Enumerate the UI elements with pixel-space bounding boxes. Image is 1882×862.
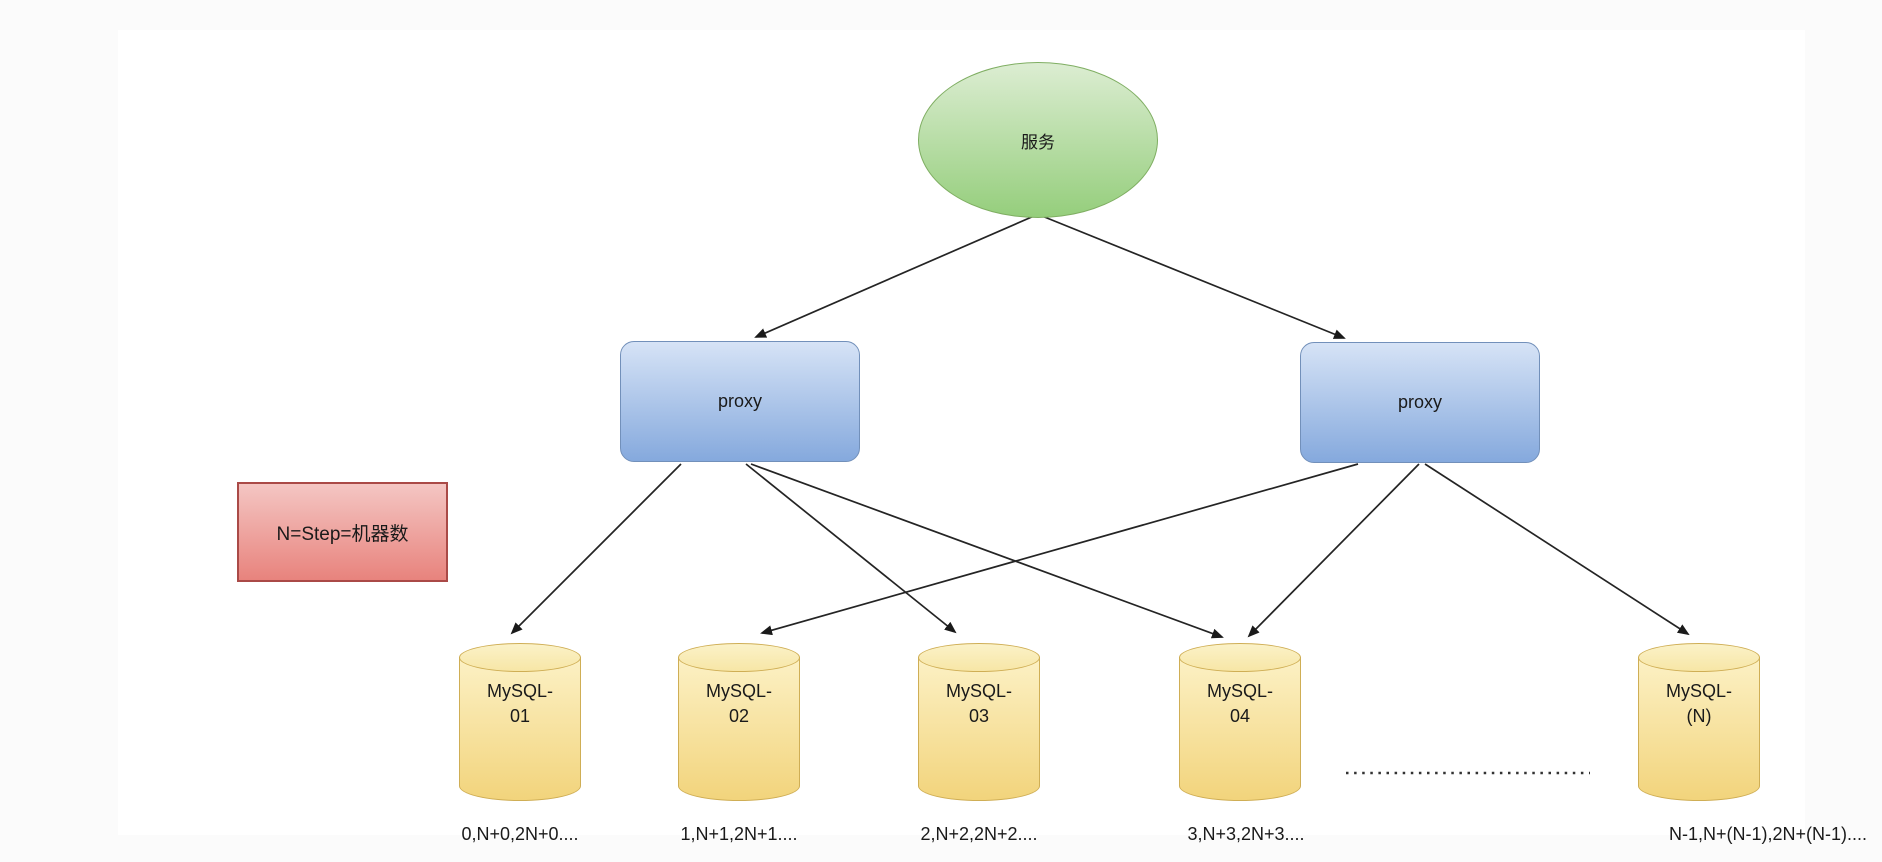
- note-label: N=Step=机器数: [276, 523, 409, 545]
- db-name: MySQL- 03: [945, 681, 1012, 726]
- db-name: MySQL- 02: [705, 681, 772, 726]
- arrow-proxyleft-to-mysql03: [745, 463, 957, 634]
- db-node-mysql-02: MySQL- 02: [678, 643, 800, 801]
- shard-key-label-04: 3,N+3,2N+3....: [1187, 824, 1305, 844]
- proxy-right-label: proxy: [1397, 392, 1442, 412]
- db-cylinder-body: [678, 657, 800, 801]
- arrow-proxyright-to-mysql04: [1247, 463, 1420, 638]
- proxy-left-node: proxy: [620, 341, 860, 462]
- proxy-left-label: proxy: [717, 391, 762, 411]
- shard-key-label-n: N-1,N+(N-1),2N+(N-1)....: [1668, 824, 1868, 844]
- arrow-proxyleft-to-mysql04: [750, 463, 1224, 639]
- db-node-mysql-04: MySQL- 04: [1179, 643, 1301, 801]
- arrow-proxyleft-to-mysql01: [510, 463, 682, 635]
- db-name: MySQL- 01: [486, 681, 553, 726]
- db-cylinder-body: [459, 657, 581, 801]
- db-node-mysql-03: MySQL- 03: [918, 643, 1040, 801]
- arrow-service-to-proxy-left: [754, 215, 1035, 338]
- proxy-right-node: proxy: [1300, 342, 1540, 463]
- arrow-proxyright-to-mysql02: [760, 463, 1359, 636]
- diagram-canvas: 服务 proxy proxy N=Step=机器数 MySQL- 01 MySQ…: [118, 30, 1867, 844]
- db-node-mysql-01: MySQL- 01: [459, 643, 581, 801]
- service-node: 服务: [918, 62, 1158, 218]
- db-cylinder-top: [459, 643, 581, 672]
- shard-key-label-01: 0,N+0,2N+0....: [461, 824, 579, 844]
- shard-key-label-03: 2,N+2,2N+2....: [920, 824, 1038, 844]
- db-cylinder-top: [1179, 643, 1301, 672]
- db-cylinder-top: [918, 643, 1040, 672]
- db-name: MySQL- (N): [1665, 681, 1732, 726]
- db-node-mysql-n: MySQL- (N): [1638, 643, 1760, 801]
- shard-key-label-02: 1,N+1,2N+1....: [680, 824, 798, 844]
- db-cylinder-body: [918, 657, 1040, 801]
- note-box: N=Step=机器数: [237, 482, 448, 582]
- db-name: MySQL- 04: [1206, 681, 1273, 726]
- db-cylinder-body: [1179, 657, 1301, 801]
- service-label: 服务: [1021, 132, 1055, 152]
- db-cylinder-top: [678, 643, 800, 672]
- db-cylinder-top: [1638, 643, 1760, 672]
- db-cylinder-body: [1638, 657, 1760, 801]
- arrow-proxyright-to-mysqlN: [1424, 463, 1690, 636]
- arrow-service-to-proxy-right: [1041, 215, 1346, 339]
